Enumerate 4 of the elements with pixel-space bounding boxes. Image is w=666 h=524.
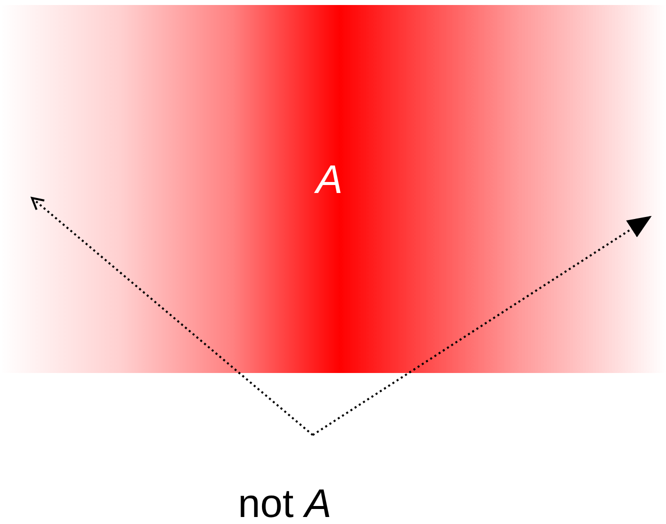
region-label: not A xyxy=(238,482,332,524)
region-label: A xyxy=(316,158,343,202)
dotted-arrow xyxy=(312,216,652,436)
dotted-arrow xyxy=(31,197,314,436)
